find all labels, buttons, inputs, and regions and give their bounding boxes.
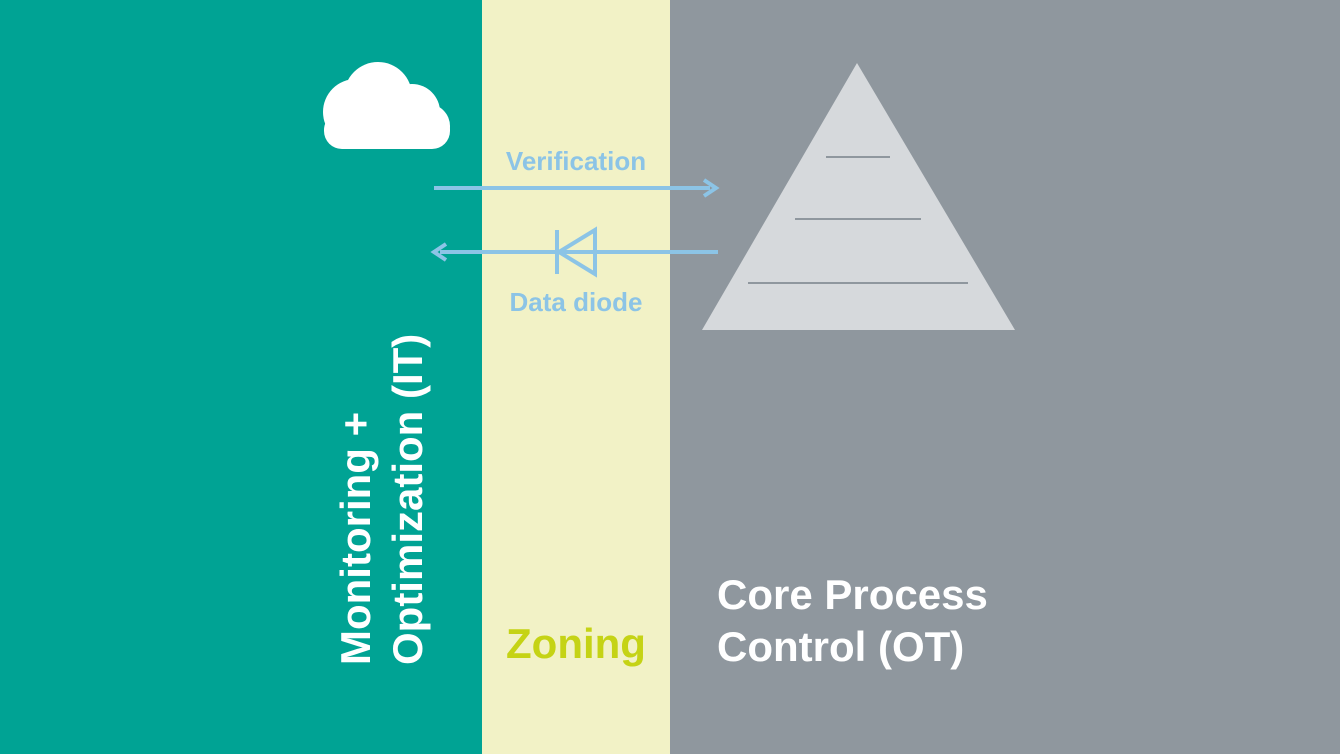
cloud-icon [323,62,450,149]
ot-zone-label: Core Process Control (OT) [717,569,988,673]
data-diode-arrow [430,242,718,262]
zoning-label: Zoning [506,620,646,667]
diode-icon [555,226,597,278]
verification-label: Verification [505,146,647,176]
verification-arrow [434,178,720,198]
it-zone-label: Monitoring + Optimization (IT) [330,325,440,665]
zoning-zone [482,0,670,754]
pyramid-icon [702,63,1015,330]
ot-zone [670,0,1340,754]
ot-zone-label-line1: Core Process [717,571,988,618]
ot-zone-label-line2: Control (OT) [717,623,965,670]
it-zone-label-line1: Monitoring + [332,411,379,665]
data-diode-label: Data diode [509,287,643,317]
it-zone-label-line2: Optimization (IT) [384,333,431,665]
